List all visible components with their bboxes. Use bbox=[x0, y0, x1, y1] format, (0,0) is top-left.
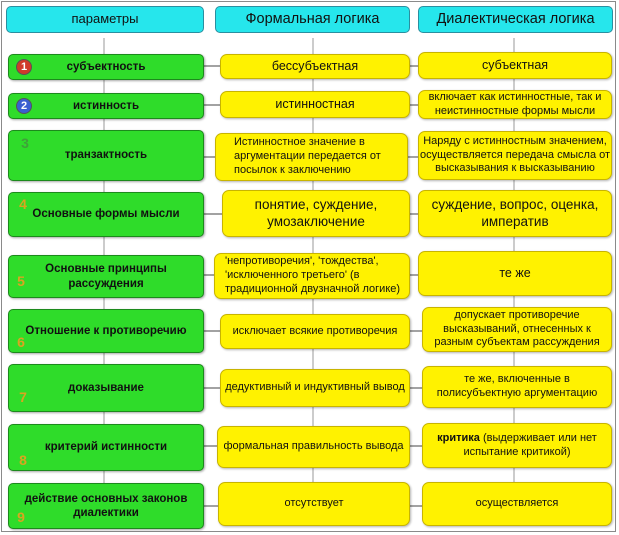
formal-transactness: Истинностное значение в аргументации пер… bbox=[215, 133, 408, 181]
number-badge-2: 2 bbox=[16, 98, 32, 114]
number-badge-5: 5 bbox=[17, 273, 25, 289]
dialectic-truthfulness: включает как истинностные, так и неистин… bbox=[418, 90, 612, 119]
formal-truthfulness: истинностная bbox=[220, 91, 410, 118]
header-dialectic-logic: Диалектическая логика bbox=[418, 6, 613, 33]
dialectic-truth-criterion-bold: критика bbox=[437, 431, 480, 444]
param-transactness: транзактность bbox=[8, 130, 204, 181]
param-truthfulness: истинность bbox=[8, 93, 204, 119]
formal-thought-forms: понятие, суждение, умозаключение bbox=[222, 190, 410, 237]
param-truth-criterion: критерий истинности bbox=[8, 424, 204, 471]
header-params: параметры bbox=[6, 6, 204, 33]
formal-dialectic-laws: отсутствует bbox=[218, 482, 410, 526]
formal-subjectness: бессубъектная bbox=[220, 54, 410, 79]
header-formal-logic: Формальная логика bbox=[215, 6, 410, 33]
dialectic-reasoning-principles: те же bbox=[418, 251, 612, 296]
dialectic-subjectness: субъектная bbox=[418, 52, 612, 79]
dialectic-proof: те же, включенные в полисубъектную аргум… bbox=[422, 366, 612, 408]
formal-truth-criterion: формальная правильность вывода bbox=[217, 426, 410, 468]
param-thought-forms: Основные формы мысли bbox=[8, 192, 204, 237]
dialectic-truth-criterion-rest: (выдерживает или нет испытание критикой) bbox=[463, 431, 597, 458]
number-badge-8: 8 bbox=[19, 452, 27, 468]
formal-contradiction: исключает всякие противоречия bbox=[220, 314, 410, 349]
number-badge-3: 3 bbox=[21, 135, 29, 151]
param-contradiction: Отношение к противоречию bbox=[8, 309, 204, 353]
dialectic-dialectic-laws: осуществляется bbox=[422, 482, 612, 526]
dialectic-truth-criterion: критика (выдерживает или нет испытание к… bbox=[422, 423, 612, 468]
dialectic-transactness: Наряду с истинностным значением, осущест… bbox=[418, 131, 612, 180]
number-badge-6: 6 bbox=[17, 334, 25, 350]
param-subjectness: субъектность bbox=[8, 54, 204, 80]
param-proof: доказывание bbox=[8, 364, 204, 412]
number-badge-7: 7 bbox=[19, 389, 27, 405]
formal-proof: дедуктивный и индуктивный вывод bbox=[220, 369, 410, 407]
dialectic-contradiction: допускает противоречие высказываний, отн… bbox=[422, 307, 612, 352]
param-dialectic-laws: действие основных законов диалектики bbox=[8, 483, 204, 529]
formal-reasoning-principles: 'непротиворечия', 'тождества', 'исключен… bbox=[214, 253, 410, 299]
number-badge-4: 4 bbox=[19, 196, 27, 212]
dialectic-thought-forms: суждение, вопрос, оценка, императив bbox=[418, 190, 612, 237]
number-badge-9: 9 bbox=[17, 509, 25, 525]
param-reasoning-principles: Основные принципы рассуждения bbox=[8, 255, 204, 298]
number-badge-1: 1 bbox=[16, 59, 32, 75]
